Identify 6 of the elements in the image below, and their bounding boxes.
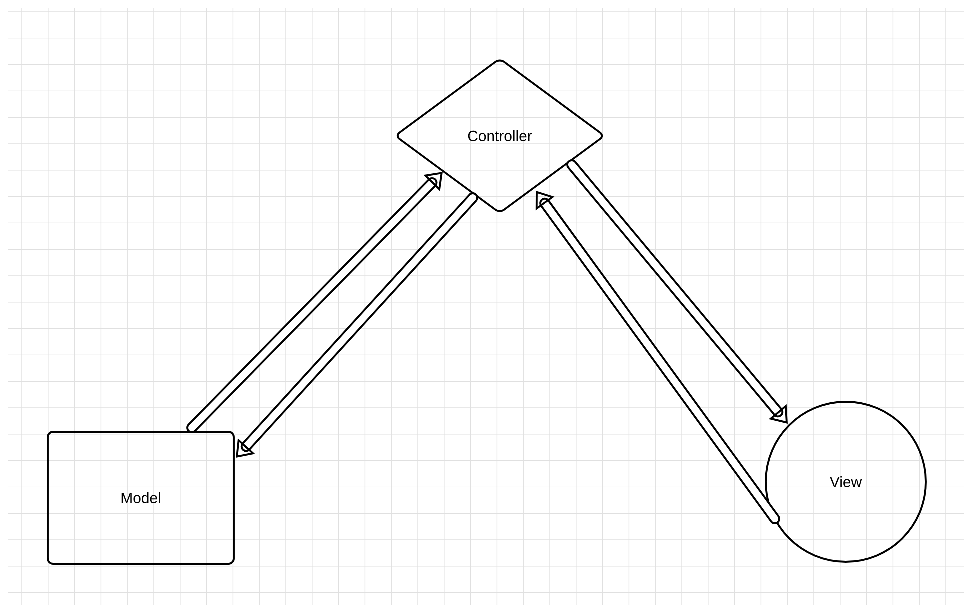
circle-node: View <box>765 401 927 563</box>
arrow <box>186 172 443 434</box>
arrow <box>536 191 780 524</box>
process-box: Model <box>47 431 235 565</box>
arrow <box>566 160 788 424</box>
arrow <box>236 192 478 458</box>
